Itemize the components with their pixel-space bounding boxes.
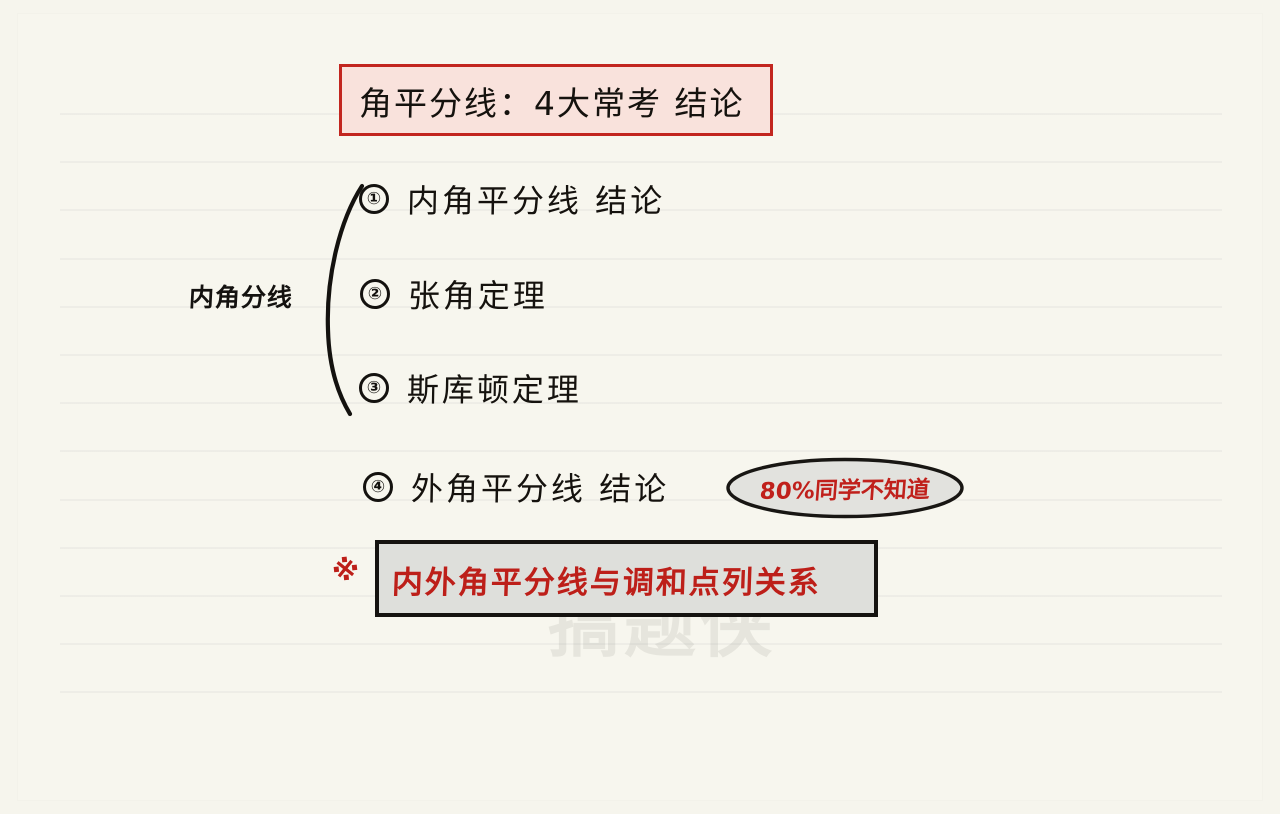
item-marker-4: ④ [363, 472, 393, 502]
ellipse-shape-icon [726, 457, 964, 519]
item-marker-1: ① [359, 184, 389, 214]
callout-ellipse: 80%同学不知道 [725, 457, 965, 519]
footnote-text: 内外角平分线与调和点列关系 [391, 564, 822, 601]
list-item-3: ③ 斯库顿定理 [359, 364, 582, 412]
list-item-2: ② 张角定理 [360, 270, 548, 318]
paper-sheet [18, 14, 1262, 800]
list-item-4: ④ 外角平分线 结论 [363, 463, 669, 511]
side-label: 内角分线 [188, 283, 294, 312]
item-label-1: 内角平分线 结论 [406, 182, 666, 220]
title-box [339, 64, 773, 136]
footnote-marker: ※ [330, 552, 361, 589]
footnote-box [375, 540, 878, 617]
item-marker-2: ② [360, 279, 390, 309]
item-label-3: 斯库顿定理 [406, 371, 583, 409]
item-label-4: 外角平分线 结论 [410, 470, 670, 508]
item-label-2: 张角定理 [407, 277, 549, 315]
item-marker-3: ③ [359, 373, 389, 403]
callout-text: 80%同学不知道 [758, 477, 931, 505]
page-title: 角平分线：4大常考 结论 [358, 84, 745, 123]
list-item-1: ① 内角平分线 结论 [359, 175, 665, 223]
